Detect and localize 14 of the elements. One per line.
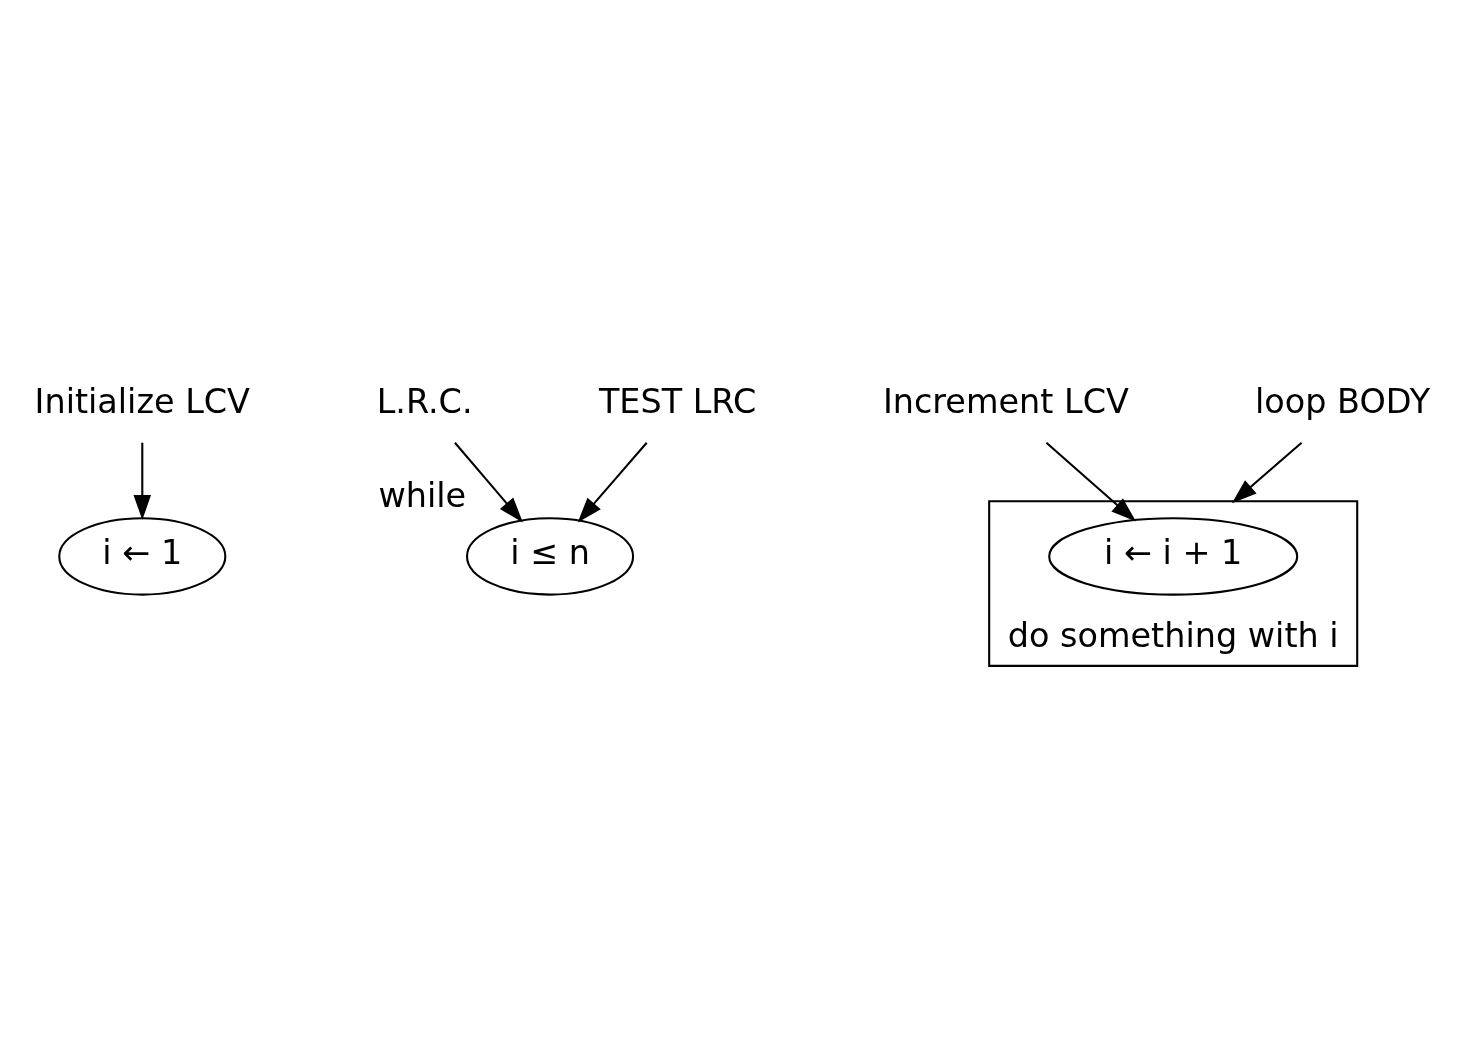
node-text: TEST LRC — [598, 381, 757, 421]
node-ellipse: i ← i + 1 — [1048, 516, 1299, 596]
arrow — [133, 442, 152, 520]
node-ellipse: i ≤ n — [466, 516, 635, 596]
arrow — [454, 441, 523, 522]
node-text: Increment LCV — [882, 381, 1129, 421]
arrow — [1231, 441, 1303, 503]
node-text: L.R.C. — [376, 381, 473, 421]
node-text: loop BODY — [1255, 381, 1431, 421]
arrow — [1045, 441, 1137, 522]
node-ellipse: i ← 1 — [58, 516, 227, 596]
node-label: while — [378, 475, 467, 515]
node-text: Initialize LCV — [34, 381, 250, 421]
arrow — [577, 441, 648, 522]
